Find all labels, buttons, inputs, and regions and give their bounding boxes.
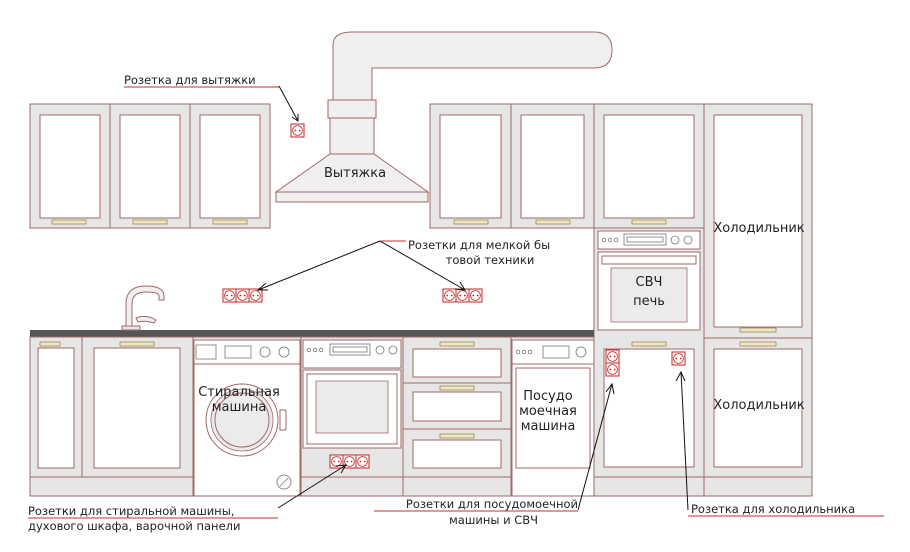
leader-lines (256, 85, 689, 511)
socket-outlet (455, 288, 470, 303)
arrow-fridge (680, 371, 689, 511)
callout-fridge-socket: Розетка для холодильника (691, 502, 855, 516)
callout-hood-socket: Розетка для вытяжки (124, 73, 256, 87)
socket-outlet (235, 288, 250, 303)
arrow-small-left (257, 240, 381, 291)
socket-outlet (442, 288, 457, 303)
sockets-layer (222, 123, 686, 469)
hood-label: Вытяжка (324, 166, 386, 181)
socket-outlet (248, 288, 263, 303)
callout-dishwasher-mw-1: Розетки для посудомоечной (406, 497, 578, 511)
fridge-top-label: Холодильник (713, 221, 804, 236)
socket-outlet (468, 288, 483, 303)
socket-group-left-wall (222, 288, 263, 303)
built-in-oven (302, 339, 402, 449)
arrowhead-dishwasher-mw (605, 382, 615, 395)
socket-outlet (605, 349, 620, 364)
arrow-dishwasher-mw (577, 383, 613, 511)
socket-outlet (671, 351, 686, 366)
appliance-column: СВЧ печь (593, 227, 705, 497)
socket-outlet (355, 454, 370, 469)
dishwasher-label-3: машина (521, 419, 576, 434)
upper-cabinets-left (29, 103, 271, 229)
callout-dishwasher-mw-2: машины и СВЧ (449, 513, 538, 527)
dishwasher-label-2: моечная (519, 404, 577, 419)
arrow-hood-socket (278, 85, 299, 122)
arrowhead-small-left (256, 282, 268, 291)
socket-outlet (290, 123, 305, 138)
callout-washer-oven-1: Розетки для стиральной машины, (28, 504, 234, 518)
socket-group-right-wall (442, 288, 483, 303)
arrowhead-fridge (675, 370, 686, 382)
washer-label-2: машина (212, 400, 267, 415)
socket-group-under-oven (329, 454, 370, 469)
callout-washer-oven-2: духового шкафа, варочной панели (28, 519, 240, 533)
socket-group-dishwasher-microwave (605, 349, 620, 377)
upper-cabinets-right (429, 103, 705, 229)
socket-fridge (671, 351, 686, 366)
hood-duct (327, 31, 613, 119)
callout-small-appliances-2: товой техники (446, 253, 535, 267)
arrowhead-small-right (454, 281, 466, 291)
fridge-column: Холодильник Холодильник (703, 103, 813, 497)
countertop (30, 330, 594, 337)
socket-outlet (605, 362, 620, 377)
range-hood: Вытяжка (274, 117, 430, 203)
sink-faucet (121, 285, 165, 331)
microwave-label-2: печь (633, 294, 665, 309)
fridge-bottom-label: Холодильник (713, 398, 804, 413)
socket-hood (290, 123, 305, 138)
arrow-washer-oven (277, 464, 347, 509)
dishwasher-label-1: Посудо (523, 389, 573, 404)
microwave-label-1: СВЧ (636, 275, 663, 290)
callouts: Розетка для вытяжки Розетки для мелкой б… (28, 73, 884, 533)
arrowhead-hood-socket (291, 114, 299, 122)
washer-label-1: Стиральная (198, 385, 280, 400)
arrow-small-right (379, 240, 466, 291)
arrowhead-washer-oven (335, 464, 347, 474)
callout-small-appliances-1: Розетки для мелкой бы (408, 238, 550, 252)
socket-outlet (222, 288, 237, 303)
washing-machine: Стиральная машина (193, 339, 301, 497)
dishwasher: Посудо моечная машина (511, 339, 595, 497)
